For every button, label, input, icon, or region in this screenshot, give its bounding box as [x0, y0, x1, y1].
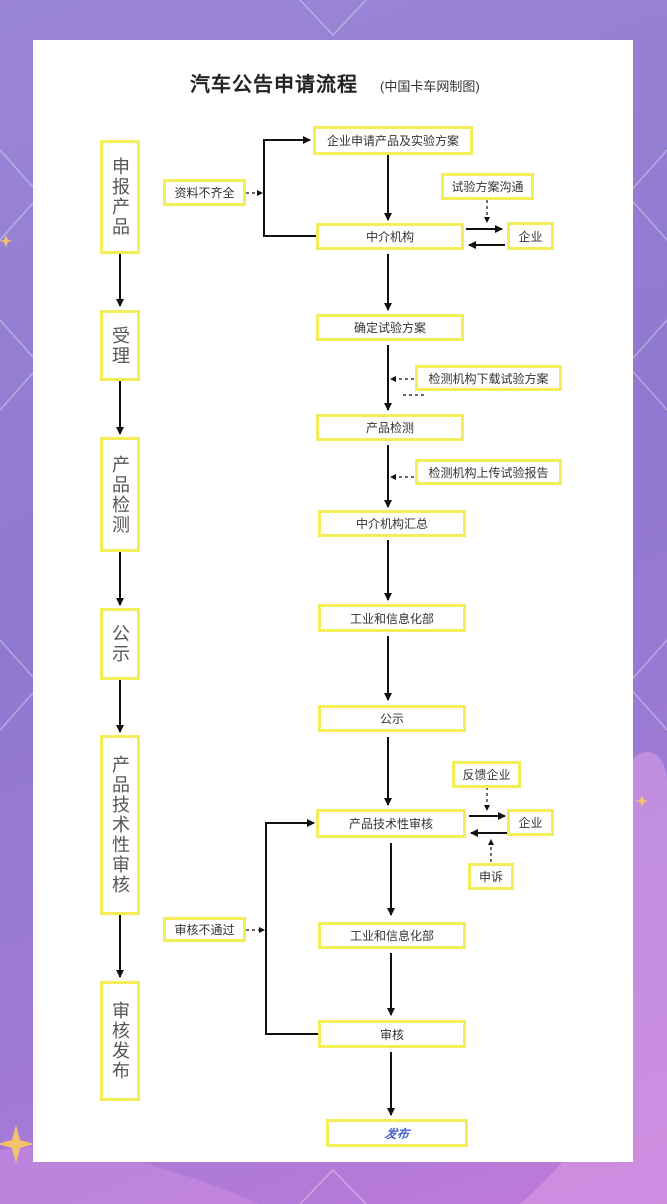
chart-subtitle: (中国卡车网制图) [380, 79, 480, 94]
stage-testing: 产品检测 [100, 437, 140, 552]
note-download-plan: 检测机构下载试验方案 [415, 365, 562, 391]
note-feedback-company: 反馈企业 [452, 761, 521, 788]
node-company-2: 企业 [507, 809, 554, 836]
node-company-apply: 企业申请产品及实验方案 [313, 126, 473, 155]
stage-tech-review: 产品技术性审核 [100, 735, 140, 915]
node-publicity: 公示 [318, 705, 466, 732]
stage-publicity: 公示 [100, 608, 140, 680]
stage-release: 审核发布 [100, 981, 140, 1101]
note-upload-report: 检测机构上传试验报告 [415, 459, 562, 485]
note-incomplete-docs: 资料不齐全 [163, 179, 246, 206]
note-plan-communication: 试验方案沟通 [441, 173, 534, 200]
node-agency-summary: 中介机构汇总 [318, 510, 466, 537]
node-review: 审核 [318, 1020, 466, 1048]
node-release: 发布 [326, 1119, 468, 1147]
loop-arrow [263, 136, 316, 237]
node-miit-2: 工业和信息化部 [318, 922, 466, 949]
title-bar: 汽车公告申请流程 (中国卡车网制图) [190, 68, 480, 98]
node-tech-review: 产品技术性审核 [316, 809, 466, 838]
note-review-failed: 审核不通过 [163, 917, 246, 942]
node-agency: 中介机构 [316, 223, 464, 250]
chart-title: 汽车公告申请流程 [190, 74, 358, 96]
note-appeal: 申诉 [468, 863, 514, 890]
node-company-1: 企业 [507, 222, 554, 250]
loop-arrow [265, 819, 318, 1035]
node-miit-1: 工业和信息化部 [318, 604, 466, 632]
stage-apply: 申报产品 [100, 140, 140, 254]
stage-accept: 受理 [100, 310, 140, 381]
node-confirm-plan: 确定试验方案 [316, 314, 464, 341]
release-label: 发布 [383, 1126, 411, 1141]
node-product-test: 产品检测 [316, 414, 464, 441]
